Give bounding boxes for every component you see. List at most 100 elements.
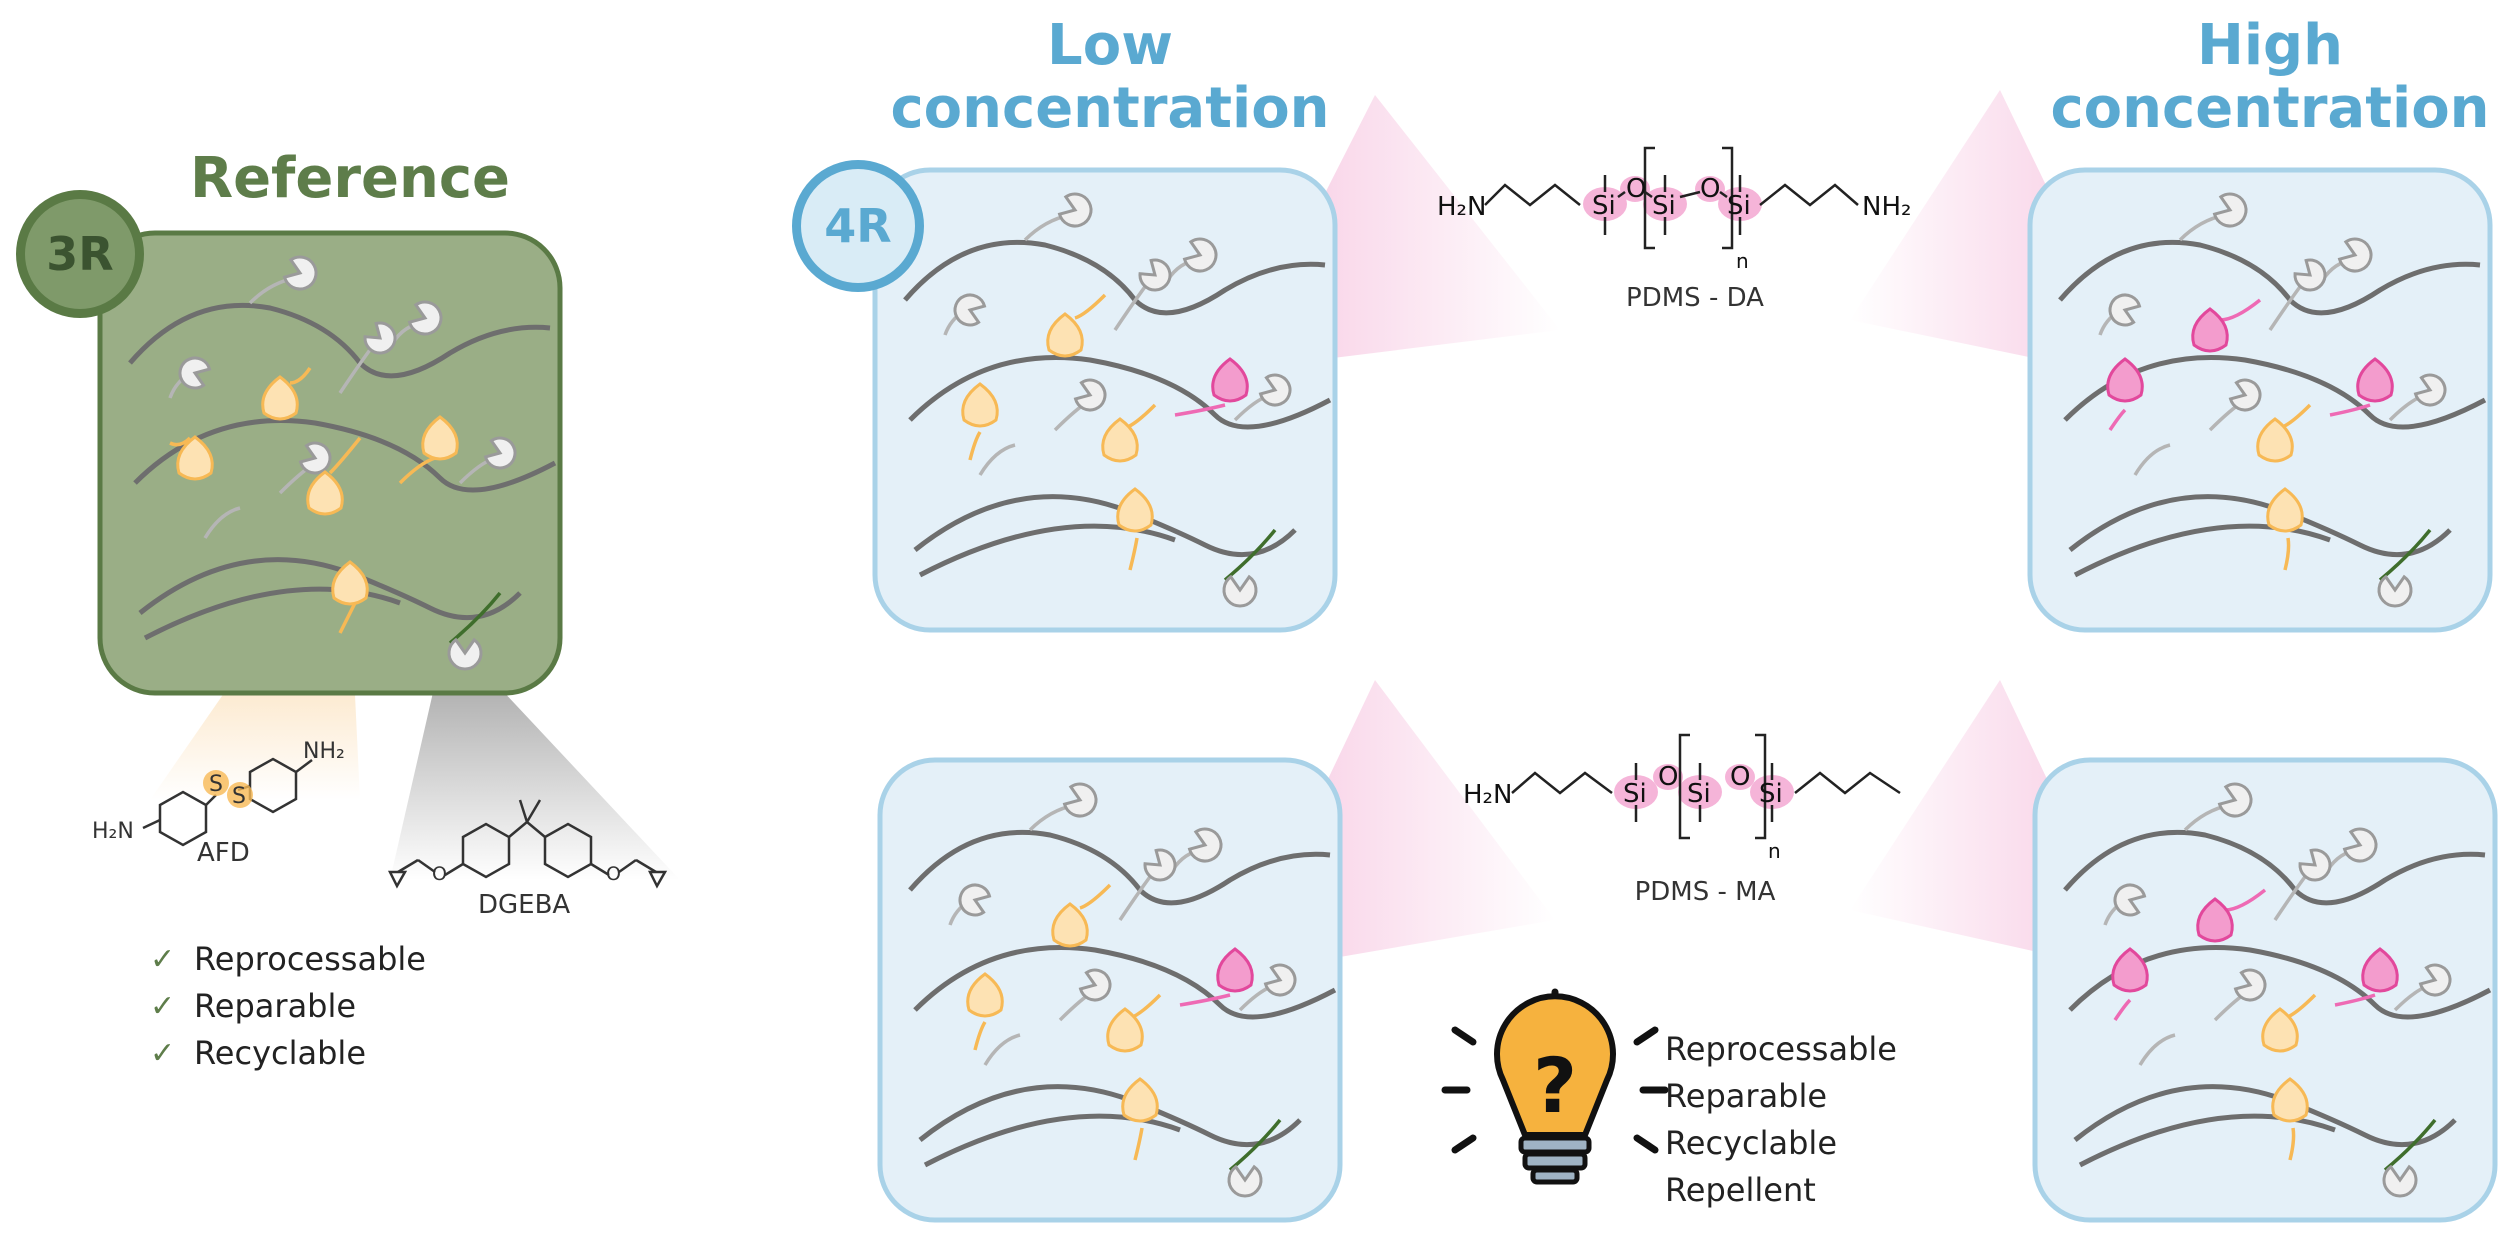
orange-node xyxy=(2256,417,2294,463)
four-r-property-list: Reprocessable Reparable Recyclable Repel… xyxy=(1665,1026,1897,1214)
orange-node xyxy=(421,415,459,461)
pink-node xyxy=(2191,307,2229,353)
pink-tether xyxy=(2113,998,2132,1021)
pdms-ma-n: n xyxy=(1768,839,1781,863)
backbone-chain xyxy=(2073,1084,2457,1148)
orange-tether xyxy=(1133,1127,1144,1161)
grey-node xyxy=(2233,968,2267,1002)
pdms-da-o-2: O xyxy=(1700,174,1720,204)
orange-node xyxy=(1051,902,1089,948)
grey-node xyxy=(1062,782,1098,818)
grey-node xyxy=(958,883,992,917)
grey-node xyxy=(2228,378,2262,412)
orange-node xyxy=(1106,1007,1144,1053)
orange-tether xyxy=(2283,537,2291,571)
grey-node xyxy=(2113,883,2147,917)
list-item: ✓Reparable xyxy=(150,983,426,1030)
backbone-chain xyxy=(2073,523,2331,578)
backbone-chain xyxy=(913,945,1337,1020)
orange-node xyxy=(176,435,214,481)
pdms-da-si-3: Si xyxy=(1727,191,1751,221)
grey-node xyxy=(298,441,332,475)
afd-s1: S xyxy=(209,772,223,797)
pdms-da-amine-right: NH₂ xyxy=(1862,192,1911,222)
pdms-ma-caption: PDMS - MA xyxy=(1635,877,1776,907)
pink-node xyxy=(2356,357,2394,403)
grey-node xyxy=(2212,192,2248,228)
orange-tether xyxy=(2288,1127,2296,1161)
pdms-da-n: n xyxy=(1736,249,1749,273)
grey-node xyxy=(1187,827,1223,863)
grey-tether xyxy=(203,506,241,539)
dgeba-structure xyxy=(387,799,668,889)
beam-dgeba xyxy=(390,640,680,880)
grey-node xyxy=(1057,192,1093,228)
dgeba-caption: DGEBA xyxy=(478,890,571,920)
grey-node xyxy=(1143,848,1177,882)
grey-node xyxy=(2382,1164,2418,1198)
backbone-chain xyxy=(143,586,401,641)
grey-node xyxy=(2342,827,2378,863)
orange-tether xyxy=(1079,883,1112,910)
pdms-da-caption: PDMS - DA xyxy=(1626,283,1764,313)
pink-node xyxy=(1216,947,1254,993)
orange-node xyxy=(2271,1077,2309,1123)
list-item: Recyclable xyxy=(1665,1124,1837,1162)
orange-node xyxy=(1121,1077,1159,1123)
pdms-ma-o-1: O xyxy=(1658,762,1678,792)
backbone-chain xyxy=(923,1113,1181,1168)
high-concentration-ma-panel xyxy=(2032,757,2498,1223)
list-item: Reprocessable xyxy=(1665,1030,1897,1068)
grey-node xyxy=(2293,258,2327,292)
grey-node xyxy=(407,300,443,336)
list-item: Reparable xyxy=(1665,1077,1828,1115)
pdms-ma-o-2: O xyxy=(1730,762,1750,792)
pdms-ma-si-2: Si xyxy=(1687,779,1711,809)
grey-node xyxy=(2298,848,2332,882)
orange-tether xyxy=(289,367,312,385)
orange-tether xyxy=(968,431,982,461)
backbone-chain xyxy=(908,355,1332,430)
afd-s2: S xyxy=(232,784,246,809)
backbone-chain xyxy=(918,523,1176,578)
afd-amine-left: H₂N xyxy=(92,819,134,844)
backbone-chain xyxy=(2068,494,2452,558)
reference-network-panel xyxy=(97,230,563,696)
orange-tether xyxy=(1128,537,1139,571)
pdms-da-amine-left: H₂N xyxy=(1437,192,1486,222)
dgeba-oxygen-right: O xyxy=(606,863,621,885)
orange-node xyxy=(2266,487,2304,533)
orange-node xyxy=(2261,1007,2299,1053)
grey-node xyxy=(1182,237,1218,273)
pdms-da-structure: H₂N NH₂ Si O Si O Si n PDMS - DA xyxy=(1437,146,1911,313)
heading-reference: Reference xyxy=(189,146,511,211)
grey-node xyxy=(1078,968,1112,1002)
grey-node xyxy=(953,293,987,327)
backbone-chain xyxy=(133,418,557,493)
orange-tether xyxy=(973,1021,987,1051)
pdms-da-si-2: Si xyxy=(1652,191,1676,221)
orange-node xyxy=(1116,487,1154,533)
afd-structure xyxy=(142,757,313,847)
svg-text:?: ? xyxy=(1533,1041,1577,1130)
grey-node xyxy=(2377,574,2413,608)
grey-node xyxy=(282,255,318,291)
pink-tether xyxy=(1179,993,1231,1007)
grey-node xyxy=(2337,237,2373,273)
orange-tether xyxy=(328,436,362,475)
check-icon: ✓ xyxy=(150,989,176,1024)
pink-node xyxy=(2196,897,2234,943)
pdms-ma-si-3: Si xyxy=(1759,779,1783,809)
list-item: ✓Recyclable xyxy=(150,1030,426,1077)
orange-node xyxy=(1046,312,1084,358)
grey-tether xyxy=(983,1033,1021,1066)
low-concentration-da-panel xyxy=(872,167,1338,633)
check-icon: ✓ xyxy=(150,1036,176,1071)
pink-node xyxy=(2361,947,2399,993)
reference-property-list: ✓Reprocessable ✓Reparable ✓Recyclable xyxy=(150,936,426,1077)
pink-tether xyxy=(2334,993,2376,1007)
check-icon: ✓ xyxy=(150,942,176,977)
